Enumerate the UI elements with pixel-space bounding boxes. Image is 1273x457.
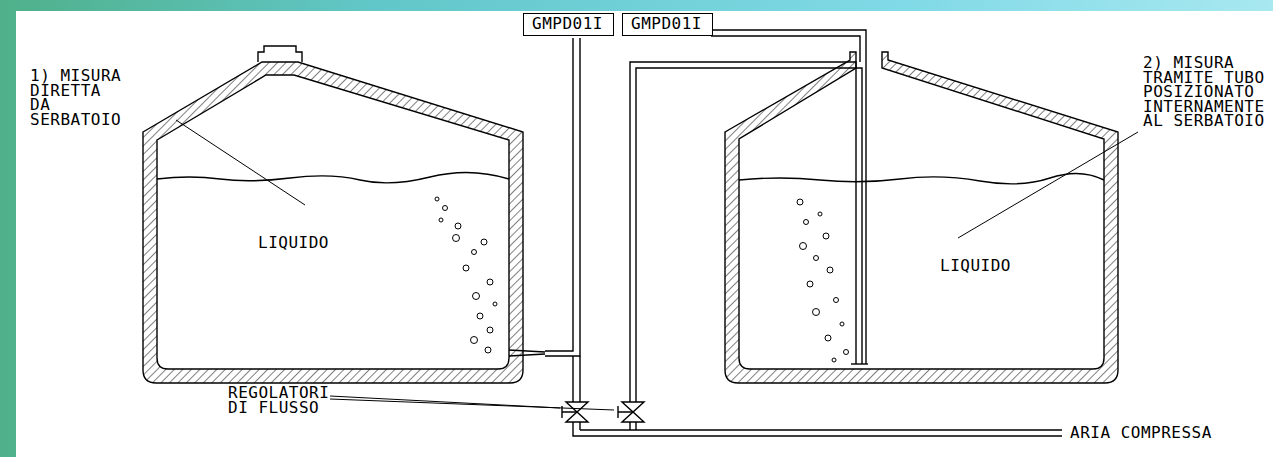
- instrument-box: GMPD01I: [523, 13, 614, 36]
- leader-line: [958, 132, 1138, 238]
- pipe: [711, 30, 866, 364]
- callout-label: LIQUIDO: [940, 259, 1011, 274]
- instrument-code: GMPD01I: [631, 16, 704, 31]
- tube-end: [851, 363, 868, 364]
- callout-label: 1) MISURA DIRETTA DA SERBATOIO: [30, 69, 121, 127]
- liquid-surface: [739, 173, 1104, 183]
- callout-label: 2) MISURA TRAMITE TUBO POSIZIONATO INTER…: [1143, 56, 1265, 129]
- air-line: [573, 430, 1062, 436]
- leader-line: [330, 399, 614, 410]
- liquid-surface: [157, 172, 509, 182]
- outlet-nozzle: [509, 350, 545, 356]
- pipe: [545, 38, 580, 356]
- flow-valve: [562, 402, 588, 422]
- tank-wall: [725, 52, 1118, 383]
- pipe: [630, 422, 636, 430]
- callout-label: LIQUIDO: [258, 236, 329, 251]
- leader-line: [176, 120, 305, 205]
- bubbles: [435, 197, 849, 362]
- sheet-background: [16, 11, 1273, 457]
- callout-label: REGOLATORI DI FLUSSO: [228, 386, 336, 415]
- tank-wall: [143, 62, 523, 383]
- callout-label: ARIA COMPRESSA: [1070, 426, 1212, 441]
- tank-cap: [258, 46, 302, 62]
- instrument-code: GMPD01I: [532, 16, 605, 31]
- instrument-box: GMPD01I: [622, 13, 713, 36]
- pipe: [630, 62, 862, 402]
- flow-valve: [618, 402, 644, 422]
